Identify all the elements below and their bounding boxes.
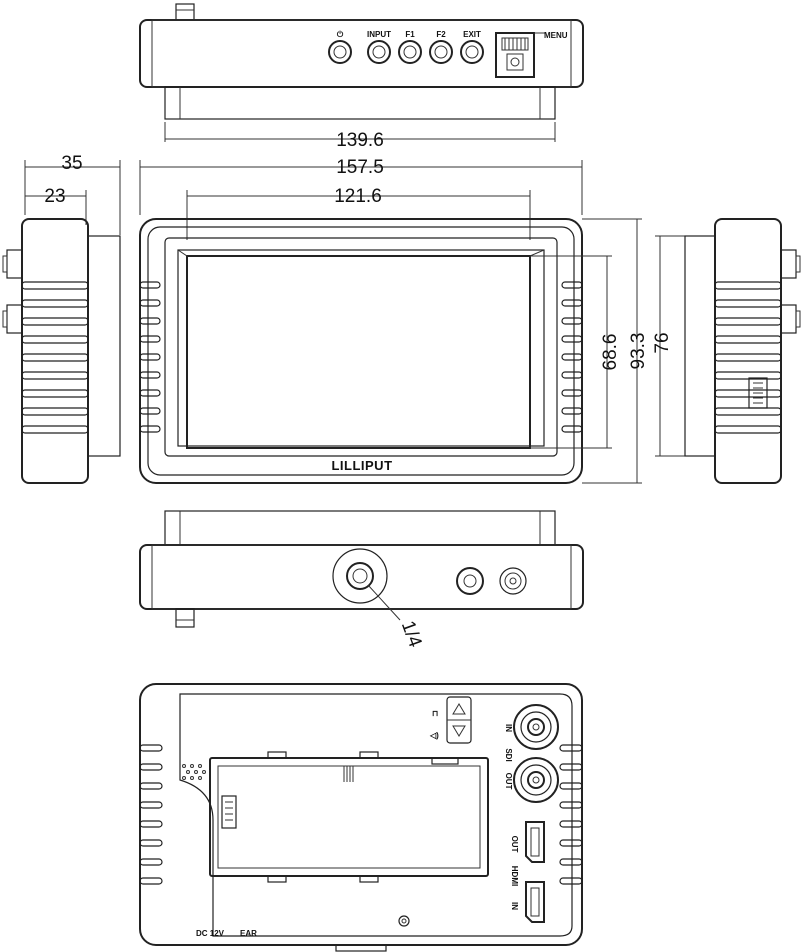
front-screen [186,255,531,449]
left-side-connector-1 [6,249,23,279]
exit-button[interactable] [460,40,484,64]
right-side-view [684,218,801,484]
brand-logo: LILLIPUT [331,458,392,473]
mount-size-label: 1/4 [397,618,426,650]
f2-button[interactable] [429,40,453,64]
menu-label: MENU [544,31,568,40]
back-left-vents [139,744,163,885]
dc-jack-bottom [499,567,527,595]
bottom-view-stand [164,510,556,546]
power-icon: ⏻ [337,30,344,39]
dimension-139-6-label: 139.6 [336,130,384,151]
left-side-view: 35 23 [2,153,121,484]
triangle-up-icon[interactable] [452,703,466,715]
volume-icon: ◁) [429,731,439,740]
right-side-body [714,218,782,484]
sdi-out-label: OUT [504,773,513,790]
screw [398,915,410,927]
triangle-down-icon[interactable] [452,725,466,737]
top-bnc-connector [175,3,195,21]
sdi-out-connector [513,757,559,803]
right-side-ribs [714,281,782,434]
f1-button[interactable] [398,40,422,64]
tripod-mount [332,548,388,604]
top-view: ⏻ INPUT F1 F2 EXIT MENU 139.6 [139,3,584,151]
dc-12v-label: DC 12V [196,929,225,938]
speaker-grill [182,764,206,780]
dimension-157-5-label: 157.5 [336,157,384,178]
back-right-vents [559,744,583,885]
tally-icon: ⊓ [432,709,438,718]
right-side-connector-2 [780,304,797,334]
ear-label: EAR [240,929,257,938]
left-side-body [21,218,89,484]
right-side-switch[interactable] [748,377,768,409]
dimension-93-3-label: 93.3 [628,333,649,370]
dimension-121-6-label: 121.6 [334,186,382,207]
left-side-ribs [21,281,89,434]
ear-jack-bottom [456,567,484,595]
battery-plate [209,751,489,883]
front-view-body [139,218,583,484]
hdmi-label: HDMI [510,866,519,886]
dimension-23-label: 23 [44,186,65,207]
dimension-76-label: 76 [652,332,673,353]
bottom-bnc-connector [175,608,195,628]
input-button-label: INPUT [367,30,391,39]
hdmi-out-label: OUT [510,836,519,853]
left-side-stand [87,235,121,457]
f1-button-label: F1 [405,30,415,39]
right-side-stand [684,235,716,457]
bottom-view-body [139,544,584,610]
bottom-view: 1/4 [139,510,584,651]
menu-jog-wheel[interactable] [495,32,535,78]
dimension-139-6: 139.6 [164,122,556,151]
front-left-vents [139,281,161,433]
dimension-35-label: 35 [61,153,82,174]
hdmi-in-port [525,881,545,923]
sdi-in-label: IN [504,724,513,732]
back-view: ⊓ ◁) IN SDI OUT OUT HDMI IN DC 12V EAR [139,683,583,952]
front-view: 157.5 121.6 [139,157,685,484]
power-button[interactable] [328,40,352,64]
sdi-in-connector [513,704,559,750]
hdmi-out-port [525,821,545,863]
right-side-connector-1 [780,249,797,279]
input-button[interactable] [367,40,391,64]
hdmi-in-label: IN [510,902,519,910]
top-view-stand [164,86,556,120]
front-bezel [164,237,558,457]
sdi-label: SDI [504,748,513,761]
left-side-connector-2 [6,304,23,334]
front-right-vents [561,281,583,433]
f2-button-label: F2 [436,30,446,39]
exit-button-label: EXIT [463,30,481,39]
dimension-68-6-label: 68.6 [600,334,621,371]
